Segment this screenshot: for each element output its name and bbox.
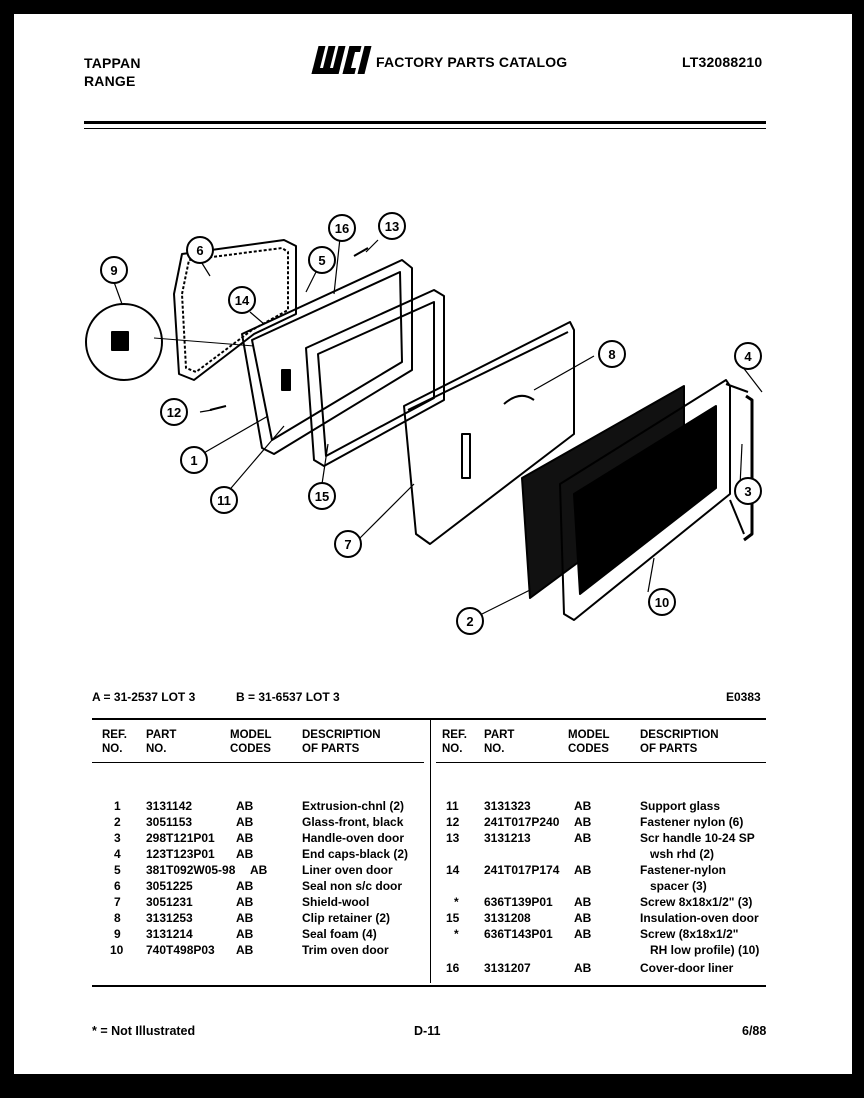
svg-text:13: 13 — [385, 219, 399, 234]
callout-6: 6 — [186, 236, 214, 264]
wci-logo — [311, 46, 372, 74]
lot-b: B = 31-6537 LOT 3 — [236, 690, 340, 704]
callout-7: 7 — [334, 530, 362, 558]
table-divider — [430, 720, 431, 983]
shield-flange — [407, 331, 569, 411]
footnote: * = Not Illustrated — [92, 1024, 196, 1038]
lot-a: A = 31-2537 LOT 3 — [92, 690, 196, 704]
svg-text:2: 2 — [466, 614, 473, 629]
catalog-date: 6/88 — [742, 1024, 767, 1038]
svg-text:15: 15 — [315, 489, 329, 504]
page-number: D-11 — [414, 1024, 441, 1038]
screw-12-part — [209, 405, 227, 411]
svg-text:16: 16 — [335, 221, 349, 236]
svg-text:14: 14 — [235, 293, 250, 308]
shield-slot — [461, 433, 471, 479]
svg-text:5: 5 — [318, 253, 325, 268]
svg-text:4: 4 — [744, 349, 752, 364]
header-rule-thick — [84, 121, 766, 124]
svg-text:11: 11 — [217, 493, 231, 508]
callout-5: 5 — [308, 246, 336, 274]
callout-11: 11 — [210, 486, 238, 514]
screw-13-part — [353, 247, 369, 257]
svg-text:1: 1 — [190, 453, 197, 468]
callout-3: 3 — [734, 477, 762, 505]
svg-text:7: 7 — [344, 537, 351, 552]
svg-text:3: 3 — [744, 484, 751, 499]
product-type: RANGE — [84, 73, 136, 89]
brand-name: TAPPAN — [84, 55, 141, 71]
callout-4: 4 — [734, 342, 762, 370]
callout-8: 8 — [598, 340, 626, 368]
catalog-title: FACTORY PARTS CATALOG — [376, 54, 568, 70]
door-liner-part — [241, 259, 413, 455]
door-seal-inner — [181, 247, 289, 373]
svg-text:10: 10 — [655, 595, 669, 610]
callout-12: 12 — [160, 398, 188, 426]
svg-text:6: 6 — [196, 243, 203, 258]
liner-clip — [281, 369, 291, 391]
insulation-inner — [317, 301, 435, 457]
door-liner-inner — [251, 271, 403, 441]
model-number: LT32088210 — [682, 54, 763, 70]
col-ref-header: REF.NO. — [102, 729, 127, 755]
shield-part — [403, 321, 575, 545]
diagram-code: E0383 — [726, 690, 761, 704]
header-rule-thin — [84, 128, 766, 129]
col-ref-header: REF.NO. — [442, 729, 467, 755]
handle-bar — [743, 394, 754, 542]
callout-13: 13 — [378, 212, 406, 240]
seal-foam-part — [111, 331, 129, 351]
exploded-parts-diagram: 1 2 3 4 5 6 7 8 9 10 11 12 13 14 15 16 — [85, 212, 763, 635]
seal-foam-detail — [85, 303, 163, 381]
svg-text:8: 8 — [608, 347, 615, 362]
svg-text:12: 12 — [167, 405, 181, 420]
trim-window — [573, 405, 717, 595]
door-seal-part — [173, 239, 297, 381]
svg-text:9: 9 — [110, 263, 117, 278]
callout-16: 16 — [328, 214, 356, 242]
callout-1: 1 — [180, 446, 208, 474]
callout-2: 2 — [456, 607, 484, 635]
handle-mount — [725, 383, 749, 535]
catalog-page: TAPPAN RANGE FACTORY PARTS CATALOG LT320… — [14, 14, 852, 1074]
trim-door-part — [559, 379, 731, 621]
callout-10: 10 — [648, 588, 676, 616]
callout-14: 14 — [228, 286, 256, 314]
callout-15: 15 — [308, 482, 336, 510]
insulation-part — [305, 289, 445, 467]
brand-block: TAPPAN RANGE — [84, 54, 141, 90]
callout-9: 9 — [100, 256, 128, 284]
clip-retainer-part — [503, 394, 535, 405]
